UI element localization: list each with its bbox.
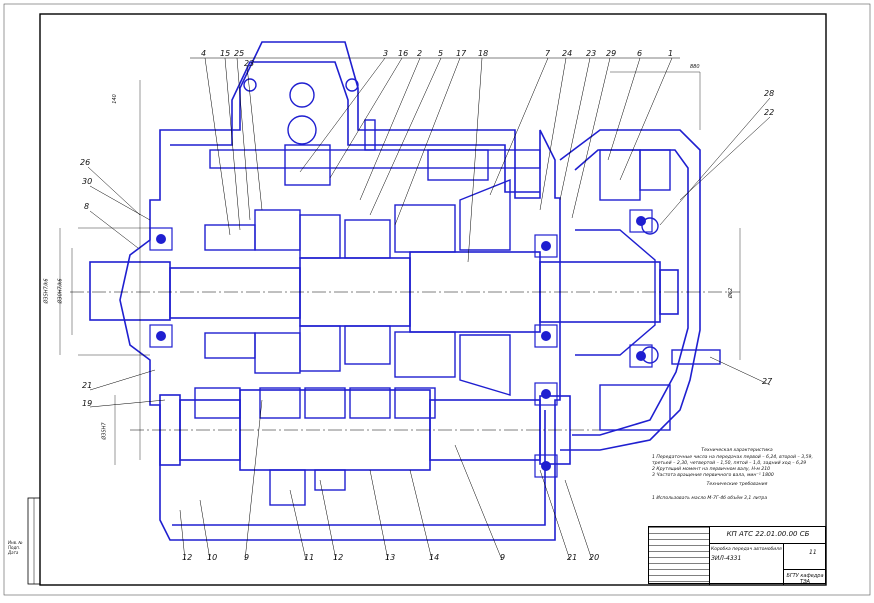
counter-shaft bbox=[130, 389, 600, 471]
dimension-lines bbox=[59, 71, 741, 465]
leaders-left bbox=[87, 166, 166, 408]
bearings bbox=[149, 209, 653, 478]
gear-set bbox=[204, 178, 511, 396]
leaders-bottom bbox=[179, 399, 593, 561]
rear-cover-unit bbox=[575, 149, 721, 431]
drawing-frame bbox=[3, 3, 871, 596]
counter-gears bbox=[194, 387, 436, 506]
primary-shaft bbox=[70, 251, 740, 333]
leaders-right bbox=[659, 97, 771, 386]
leaders-top bbox=[190, 57, 680, 263]
shift-mechanism bbox=[209, 78, 541, 186]
